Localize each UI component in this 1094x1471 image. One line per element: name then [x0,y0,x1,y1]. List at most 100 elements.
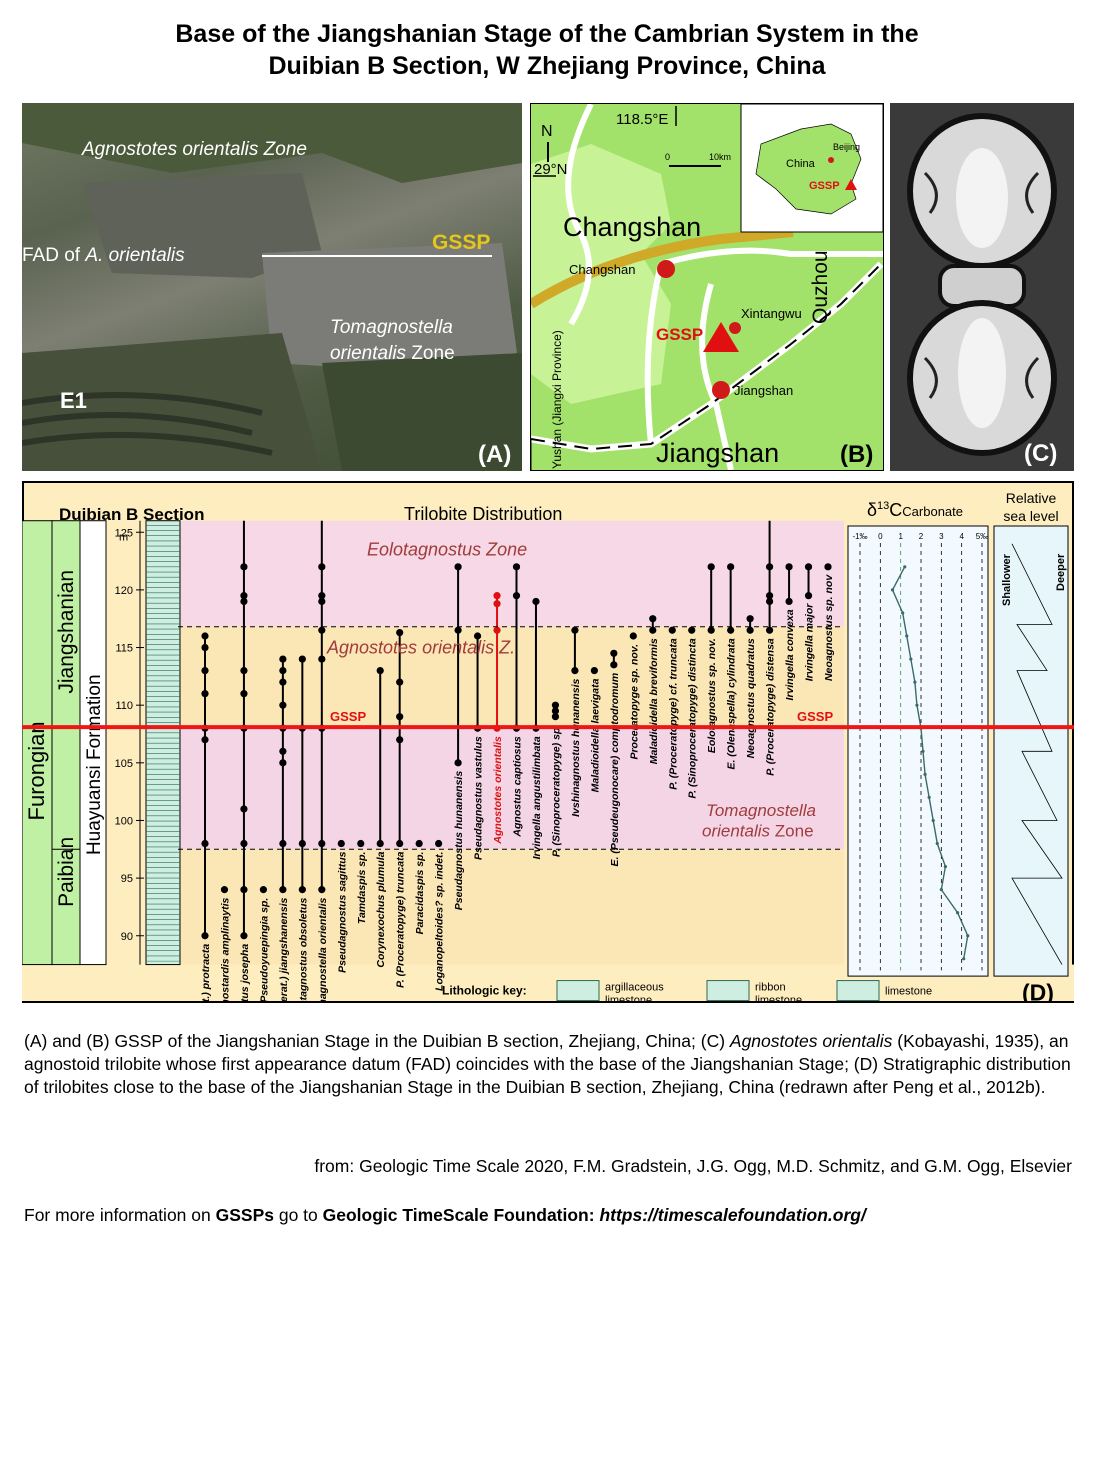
panel-a-label: (A) [478,441,512,468]
y-tick-label: 115 [115,643,133,655]
taxon-occurrence [571,666,579,675]
taxon-occurrence [240,839,248,848]
taxon-occurrence [201,666,209,675]
taxon-label: Corynexochus plumula [375,851,387,967]
taxon-label: Paracidaspis sp. [414,851,426,934]
taxon-occurrence [298,839,306,848]
zone-tomagnostella-1: Tomagnostella [706,801,816,820]
taxon-occurrence [279,678,287,686]
taxon-occurrence [454,759,462,767]
taxon-occurrence [629,632,637,640]
taxon-occurrence [240,597,248,606]
inset-gssp-marker [845,179,857,190]
taxon-occurrence [512,563,521,571]
gssp-label-right: GSSP [797,709,833,724]
taxon-label: Pseudagnostus hunanensis [453,771,465,911]
carbon-tick-label: 4 [959,532,964,541]
taxon-occurrence [649,626,657,634]
zone-lower-label-1: Tomagnostella [330,317,453,338]
taxon-occurrence [649,615,657,623]
sealevel-title-1: Relative [1006,490,1057,506]
taxon-occurrence [746,626,754,634]
taxon-occurrence [454,626,462,634]
taxon-occurrence [688,626,696,634]
sealevel-curve [1011,543,1063,965]
taxon-label: Agnostus captiosus [512,736,524,838]
taxon-occurrence [376,839,384,848]
region-changshan: Changshan [563,212,701,242]
taxon-occurrence [240,932,248,940]
inset-china: China [786,158,816,170]
scale-0: 0 [665,152,670,162]
taxon-occurrence [804,563,813,571]
taxon-occurrence [318,626,326,634]
taxon-label: Proceratopyge sp. nov. [628,644,640,760]
taxon-occurrence [240,886,248,894]
carbon-point [913,680,917,684]
sealevel-line [1011,543,1063,965]
carbon-point [901,611,905,615]
carbon-point [956,911,960,915]
carbon-tick-label: 3 [939,532,944,541]
figure-caption: (A) and (B) GSSP of the Jiangshanian Sta… [24,1031,1071,1097]
taxon-occurrence [396,736,404,744]
taxon-occurrence [765,592,774,600]
taxon-occurrence [201,736,209,744]
town-xintangwu: Xintangwu [741,306,802,321]
inset-beijing: Beijing [833,142,860,152]
latitude-label: 29°N [534,161,568,178]
taxon-occurrence [493,600,501,608]
taxon-occurrence [298,655,306,663]
taxon-occurrence [240,690,248,698]
shallower-label: Shallower [1001,553,1013,606]
taxon-label: Tomagnostella orientalis [317,897,329,1003]
foundation-link[interactable]: https://timescalefoundation.org/ [599,1205,866,1225]
taxon-occurrence [201,839,209,848]
taxon-occurrence [435,839,443,848]
rock-block-middle [262,243,517,373]
zone-upper-label: Agnostotes orientalis Zone [81,139,307,160]
litho-swatch [706,980,750,1002]
taxon-label: Pseudagnostus vastulus [473,736,485,860]
formation-column [79,520,107,966]
unit-label: m [119,531,128,543]
location-map: 118.5°E 29°N N 0 10km Changshan Jiangsha… [531,104,883,470]
taxon-occurrence [707,626,715,634]
taxon-label: Peratagnostus obsoletus [297,897,309,1003]
taxon-label: P. (Procerat.) protracta [200,944,212,1003]
litho-swatch-label: ribbon [755,982,786,994]
taxon-occurrence [318,886,326,894]
carbon-line [891,566,969,959]
taxon-occurrence [240,592,248,600]
taxon-occurrence [240,666,248,675]
taxon-occurrence [590,666,598,675]
figure-title: Base of the Jiangshanian Stage of the Ca… [0,18,1094,82]
taxon-occurrence [765,626,774,634]
taxon-occurrence [279,759,287,767]
series-column [22,520,53,966]
road-2 [660,247,883,267]
taxon-occurrence [551,713,560,721]
formation-label: Huayuansi Formation [84,674,105,855]
taxon-occurrence [396,713,404,721]
inset-gssp: GSSP [809,180,840,192]
carbon-tick-label: 2 [919,532,924,541]
scale-10: 10km [709,152,731,162]
carbon-point [935,841,939,846]
inset-beijing-marker [828,157,834,163]
gssp-label-left: GSSP [330,709,366,724]
taxon-occurrence [415,839,423,848]
taxon-occurrence [318,597,326,606]
carbon-point [890,588,895,592]
more-info: For more information on GSSPs go to Geol… [24,1205,866,1225]
carbon-point [923,772,927,776]
band-tomagnostella [178,727,844,850]
taxon-occurrence [473,632,482,640]
axis [958,318,1006,428]
taxon-occurrence [201,690,209,698]
longitude-label: 118.5°E [616,111,668,128]
taxon-label: Neoagnostus quadratus [745,638,757,758]
